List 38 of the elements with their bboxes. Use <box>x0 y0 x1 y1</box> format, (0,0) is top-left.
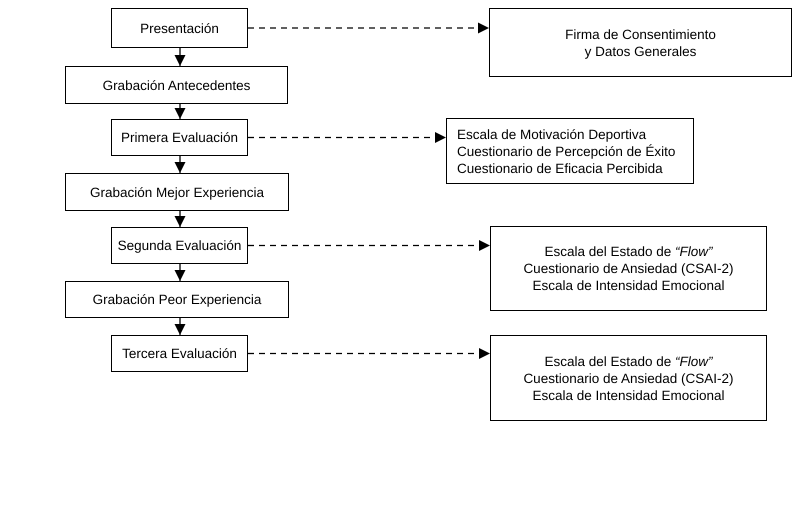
arrow <box>174 318 186 335</box>
box-text: Cuestionario de Percepción de Éxito <box>457 142 676 160</box>
note-box <box>489 8 792 77</box>
arrow <box>248 132 446 143</box>
process-box <box>111 227 248 264</box>
box-text: Escala del Estado de “Flow” <box>544 352 713 370</box>
arrow <box>248 240 490 251</box>
arrow <box>174 211 186 227</box>
arrow <box>248 22 489 34</box>
box-text: Escala de Intensidad Emocional <box>532 386 725 404</box>
process-box <box>111 335 248 372</box>
process-box <box>65 66 288 104</box>
arrow <box>248 348 490 359</box>
arrow <box>174 104 186 119</box>
note-box <box>490 335 767 421</box>
process-box <box>65 173 289 211</box>
box-text: Cuestionario de Ansiedad (CSAI-2) <box>523 370 734 386</box>
box-text: Primera Evaluación <box>120 129 238 146</box>
box-text: Firma de Consentimiento y Datos Generales <box>564 26 717 60</box>
box-text: Presentación <box>140 20 219 36</box>
box-text: Cuestionario de Ansiedad (CSAI-2) <box>523 260 734 277</box>
box-text: Escala del Estado de “Flow” <box>544 243 713 260</box>
box-text: Escala de Intensidad Emocional <box>532 277 725 294</box>
process-box <box>65 281 289 318</box>
note-box <box>446 118 694 184</box>
box-text: Cuestionario de Eficacia Percibida <box>457 160 663 176</box>
note-box <box>490 226 767 311</box>
box-text: Segunda Evaluación <box>118 237 242 254</box>
box-text: Escala de Motivación Deportiva <box>457 126 646 142</box>
box-text: Grabación Mejor Experiencia <box>90 184 264 200</box>
arrow <box>174 48 186 66</box>
arrow <box>174 264 186 281</box>
process-box <box>111 8 248 48</box>
process-box <box>111 119 248 156</box>
box-text: Tercera Evaluación <box>122 345 237 362</box>
box-text: Grabación Antecedentes <box>102 76 250 94</box>
arrow <box>174 156 186 173</box>
box-text: Grabación Peor Experiencia <box>92 291 262 308</box>
